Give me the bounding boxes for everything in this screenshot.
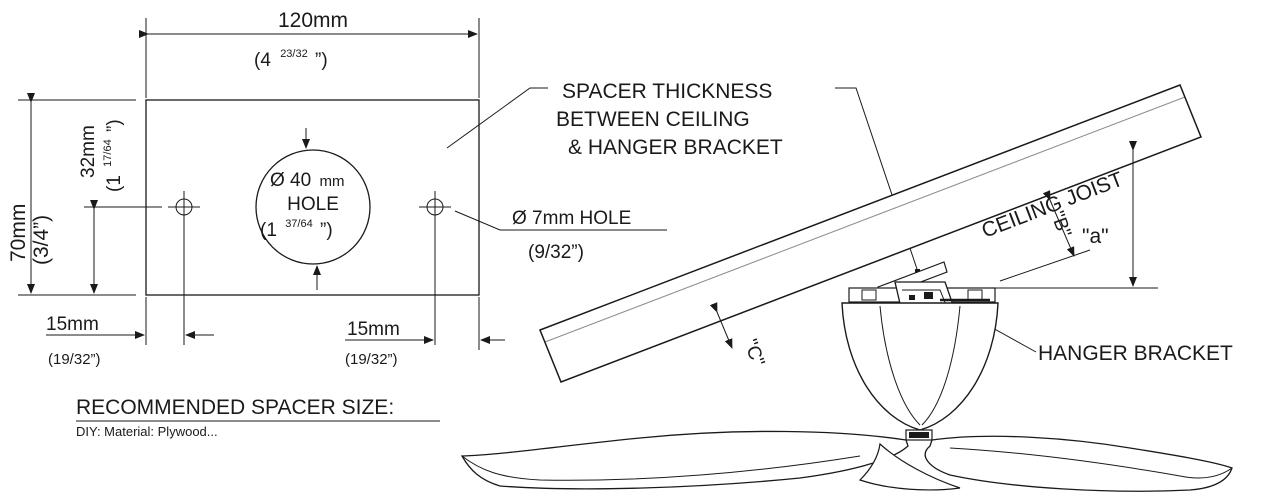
hanger-bracket-label: HANGER BRACKET: [1038, 342, 1233, 365]
center-hole-inch-label: (1 37/64 ”): [260, 211, 333, 241]
dim-b-ext: [999, 249, 1091, 282]
installation-drawing: SPACER THICKNESS BETWEEN CEILING & HANGE…: [446, 80, 1233, 492]
small-hole-leader: [454, 210, 667, 231]
fan-blade-right: [924, 435, 1233, 492]
dim-c-line: [709, 302, 733, 349]
left-offset-mm-label: 15mm: [46, 314, 99, 335]
spacer-thickness-label-line2: BETWEEN CEILING: [556, 108, 750, 131]
width-inch-fraction: 23/32: [280, 48, 308, 60]
dim-b-label: "B": [1046, 209, 1075, 241]
dim-c-label: "C": [739, 337, 768, 370]
motor-housing-inner-2: [921, 305, 961, 426]
width-inch-close: ”): [315, 50, 328, 71]
width-inch-whole: (4: [254, 50, 271, 71]
right-offset-mm-label: 15mm: [347, 319, 400, 340]
center-hole-unit: mm: [319, 173, 344, 190]
height-mm-label: 70mm: [7, 204, 30, 262]
center-hole-inch-fraction: 37/64: [285, 218, 313, 230]
dim-a-label: "a": [1082, 225, 1109, 248]
spacer-thickness-label-line1: SPACER THICKNESS: [562, 80, 772, 103]
width-mm-label: 120mm: [278, 9, 348, 32]
center-height-mm-label: 32mm: [78, 125, 99, 178]
motor-housing-inner: [879, 305, 921, 426]
spacer-label-leader-left: [446, 87, 548, 149]
spacer-plate-outline: [145, 99, 480, 296]
height-inch-label: (3/4”): [30, 215, 53, 265]
fan-blade-left-edge: [461, 455, 861, 481]
center-hole-inch-close: ”): [320, 220, 333, 241]
left-mounting-hole: [168, 191, 200, 223]
center-hole-label: HOLE: [287, 194, 339, 215]
center-height-inch-close: ”): [104, 119, 125, 132]
fan-blade-left: [460, 430, 909, 490]
left-offset-inch-label: (19/32”): [48, 351, 101, 368]
center-height-inch-whole: (1: [104, 175, 125, 192]
spacer-thickness-label-line3: & HANGER BRACKET: [568, 136, 783, 159]
center-hole-diameter: Ø 40: [270, 170, 311, 191]
center-height-inch-fraction: 17/64: [102, 139, 114, 167]
motor-hub-fill: [909, 432, 929, 438]
fan-blade-center-twist: [858, 442, 961, 491]
ceiling-joist: [539, 84, 1202, 383]
recommended-spacer-title: RECOMMENDED SPACER SIZE:: [76, 396, 394, 419]
small-hole-inch-label: (9/32”): [528, 242, 584, 263]
dim-b-line: [1042, 190, 1075, 257]
center-height-inch-label: (1 17/64 ”): [95, 119, 125, 192]
spacer-plate-drawing: 120mm (4 23/32 ”) 70mm (3/4”) 32mm (1 17…: [7, 9, 667, 368]
fan-blade-right-edge: [949, 447, 1233, 479]
center-hole-diameter-label: Ø 40 mm: [270, 170, 344, 191]
right-mounting-hole: [419, 191, 451, 223]
recommended-spacer-note: DIY: Material: Plywood...: [76, 424, 218, 439]
width-inch-label: (4 23/32 ”): [254, 41, 328, 71]
center-hole: [255, 149, 371, 265]
small-hole-label: Ø 7mm HOLE: [512, 208, 631, 229]
right-offset-inch-label: (19/32”): [345, 351, 398, 368]
motor-housing: [841, 302, 999, 431]
center-hole-inch-whole: (1: [260, 220, 277, 241]
